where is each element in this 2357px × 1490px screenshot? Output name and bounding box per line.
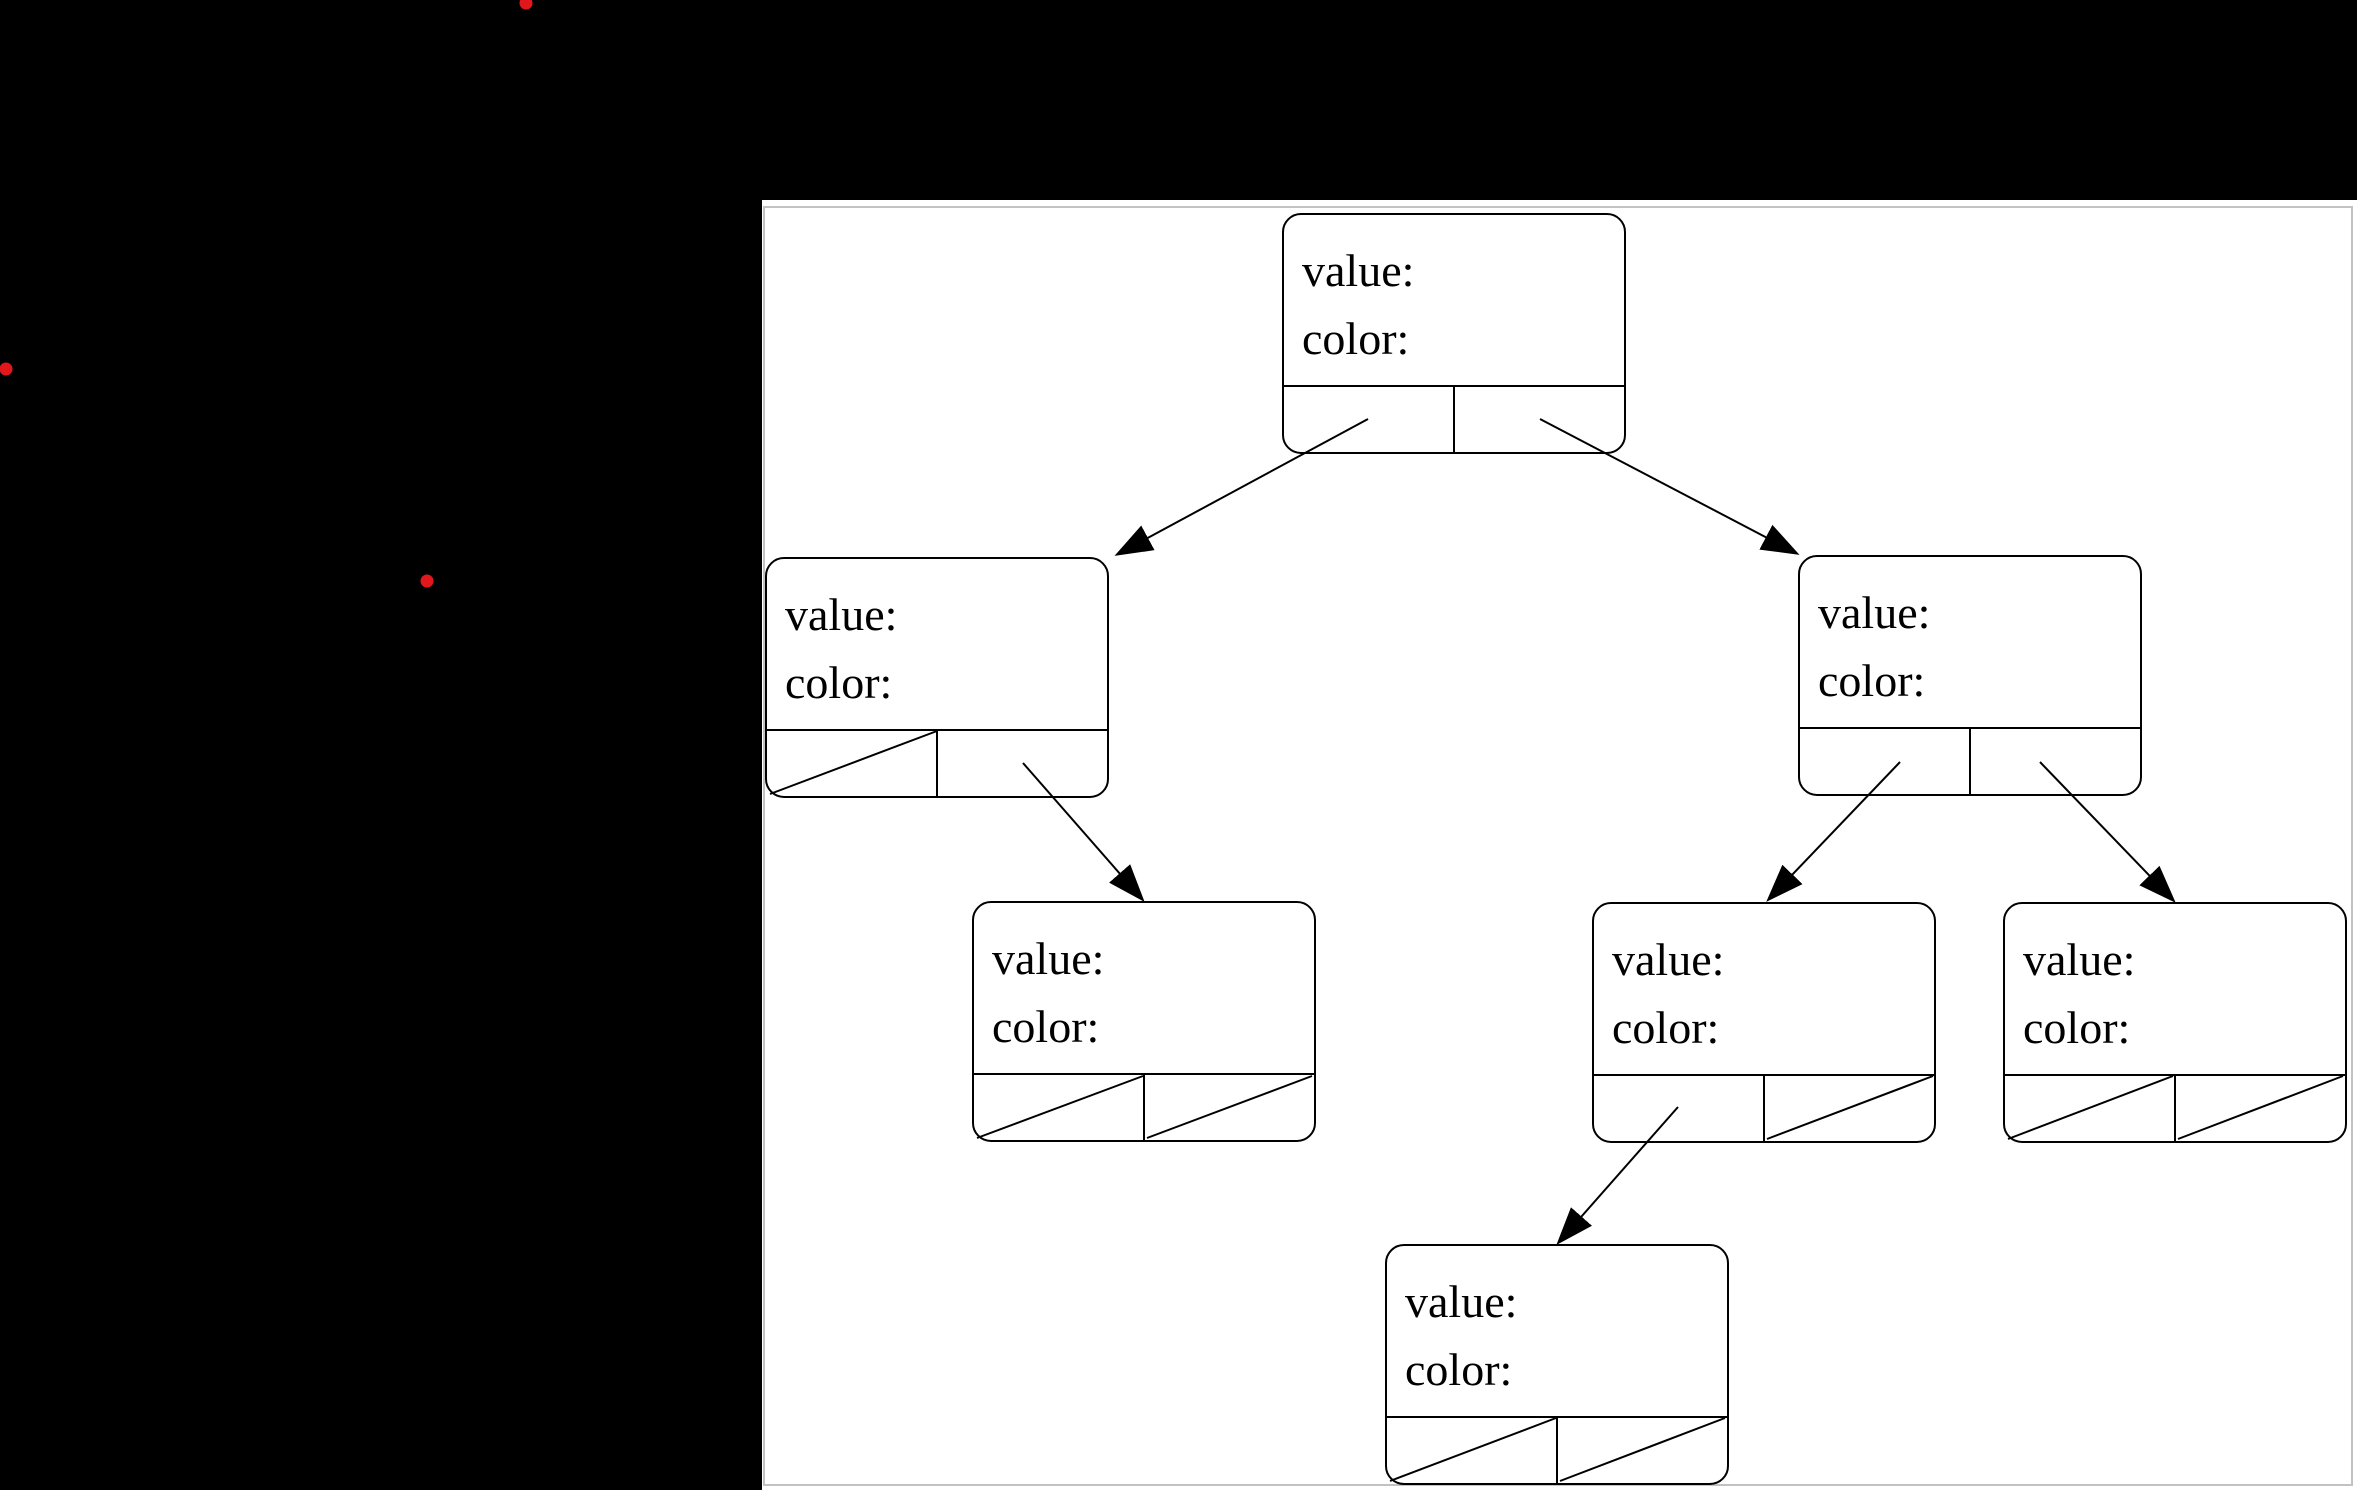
left-pointer-cell	[1594, 1076, 1765, 1141]
value-label: value:	[1818, 587, 1931, 638]
tree-node-right-left: value: color:	[1592, 902, 1936, 1143]
color-label: color:	[2023, 1002, 2131, 1053]
node-fields: value: color:	[1387, 1246, 1727, 1416]
null-slash-left-right-node-left-cell	[976, 1075, 1144, 1139]
tree-node-right-left-left: value: color:	[1385, 1244, 1729, 1485]
null-slash-right-right-node-left-cell	[2007, 1075, 2174, 1140]
left-pointer-cell	[974, 1075, 1145, 1140]
pointer-row	[1800, 727, 2140, 794]
left-pointer-cell	[767, 731, 938, 796]
left-pointer-cell	[1800, 729, 1971, 794]
edge-right-left-child	[1766, 761, 1901, 902]
null-slash-right-right-node-right-cell	[2177, 1075, 2344, 1140]
red-dot-1	[519, 0, 533, 10]
color-label: color:	[785, 657, 893, 708]
null-slash-left-node-left-cell	[769, 730, 938, 795]
pointer-row	[1594, 1074, 1934, 1141]
pointer-row	[1387, 1416, 1727, 1483]
node-fields: value: color:	[1284, 215, 1624, 385]
color-label: color:	[1405, 1344, 1513, 1395]
color-label: color:	[1302, 313, 1410, 364]
tree-node-right-right: value: color:	[2003, 902, 2347, 1143]
panel-border	[763, 206, 2353, 1486]
null-slash-left-right-node-right-cell	[1146, 1075, 1313, 1139]
node-fields: value: color:	[767, 559, 1107, 729]
diagram-panel: value: color: value: color: value: color…	[762, 200, 2357, 1490]
null-slash-bottom-node-right-cell	[1559, 1417, 1726, 1482]
right-pointer-cell	[1558, 1418, 1727, 1483]
node-fields: value: color:	[2005, 904, 2345, 1074]
right-pointer-cell	[1765, 1076, 1934, 1141]
color-label: color:	[1612, 1002, 1720, 1053]
right-pointer-cell	[1455, 387, 1624, 452]
edge-left-right-child	[1022, 762, 1145, 903]
left-pointer-cell	[1284, 387, 1455, 452]
right-pointer-cell	[1971, 729, 2140, 794]
node-fields: value: color:	[1800, 557, 2140, 727]
red-dot-2	[0, 362, 13, 376]
edge-right-left-left-child	[1556, 1106, 1679, 1246]
edge-root-right-child	[1539, 418, 1800, 555]
node-fields: value: color:	[974, 903, 1314, 1073]
tree-node-left: value: color:	[765, 557, 1109, 798]
red-dot-3	[420, 574, 434, 588]
left-pointer-cell	[1387, 1418, 1558, 1483]
value-label: value:	[785, 589, 898, 640]
edges-layer	[769, 418, 2344, 1482]
edge-right-right-child	[2039, 761, 2176, 903]
value-label: value:	[1302, 245, 1415, 296]
color-label: color:	[1818, 655, 1926, 706]
right-pointer-cell	[938, 731, 1107, 796]
null-slash-bottom-node-left-cell	[1389, 1417, 1557, 1482]
value-label: value:	[2023, 934, 2136, 985]
tree-node-right: value: color:	[1798, 555, 2142, 796]
pointer-row	[767, 729, 1107, 796]
null-slash-right-left-node-right-cell	[1766, 1075, 1934, 1140]
tree-node-root: value: color:	[1282, 213, 1626, 454]
tree-node-left-right: value: color:	[972, 901, 1316, 1142]
value-label: value:	[1612, 934, 1725, 985]
pointer-row	[974, 1073, 1314, 1140]
left-pointer-cell	[2005, 1076, 2176, 1141]
right-pointer-cell	[1145, 1075, 1314, 1140]
value-label: value:	[992, 933, 1105, 984]
pointer-row	[1284, 385, 1624, 452]
color-label: color:	[992, 1001, 1100, 1052]
value-label: value:	[1405, 1276, 1518, 1327]
node-fields: value: color:	[1594, 904, 1934, 1074]
pointer-row	[2005, 1074, 2345, 1141]
edge-root-left-child	[1114, 418, 1369, 556]
right-pointer-cell	[2176, 1076, 2345, 1141]
